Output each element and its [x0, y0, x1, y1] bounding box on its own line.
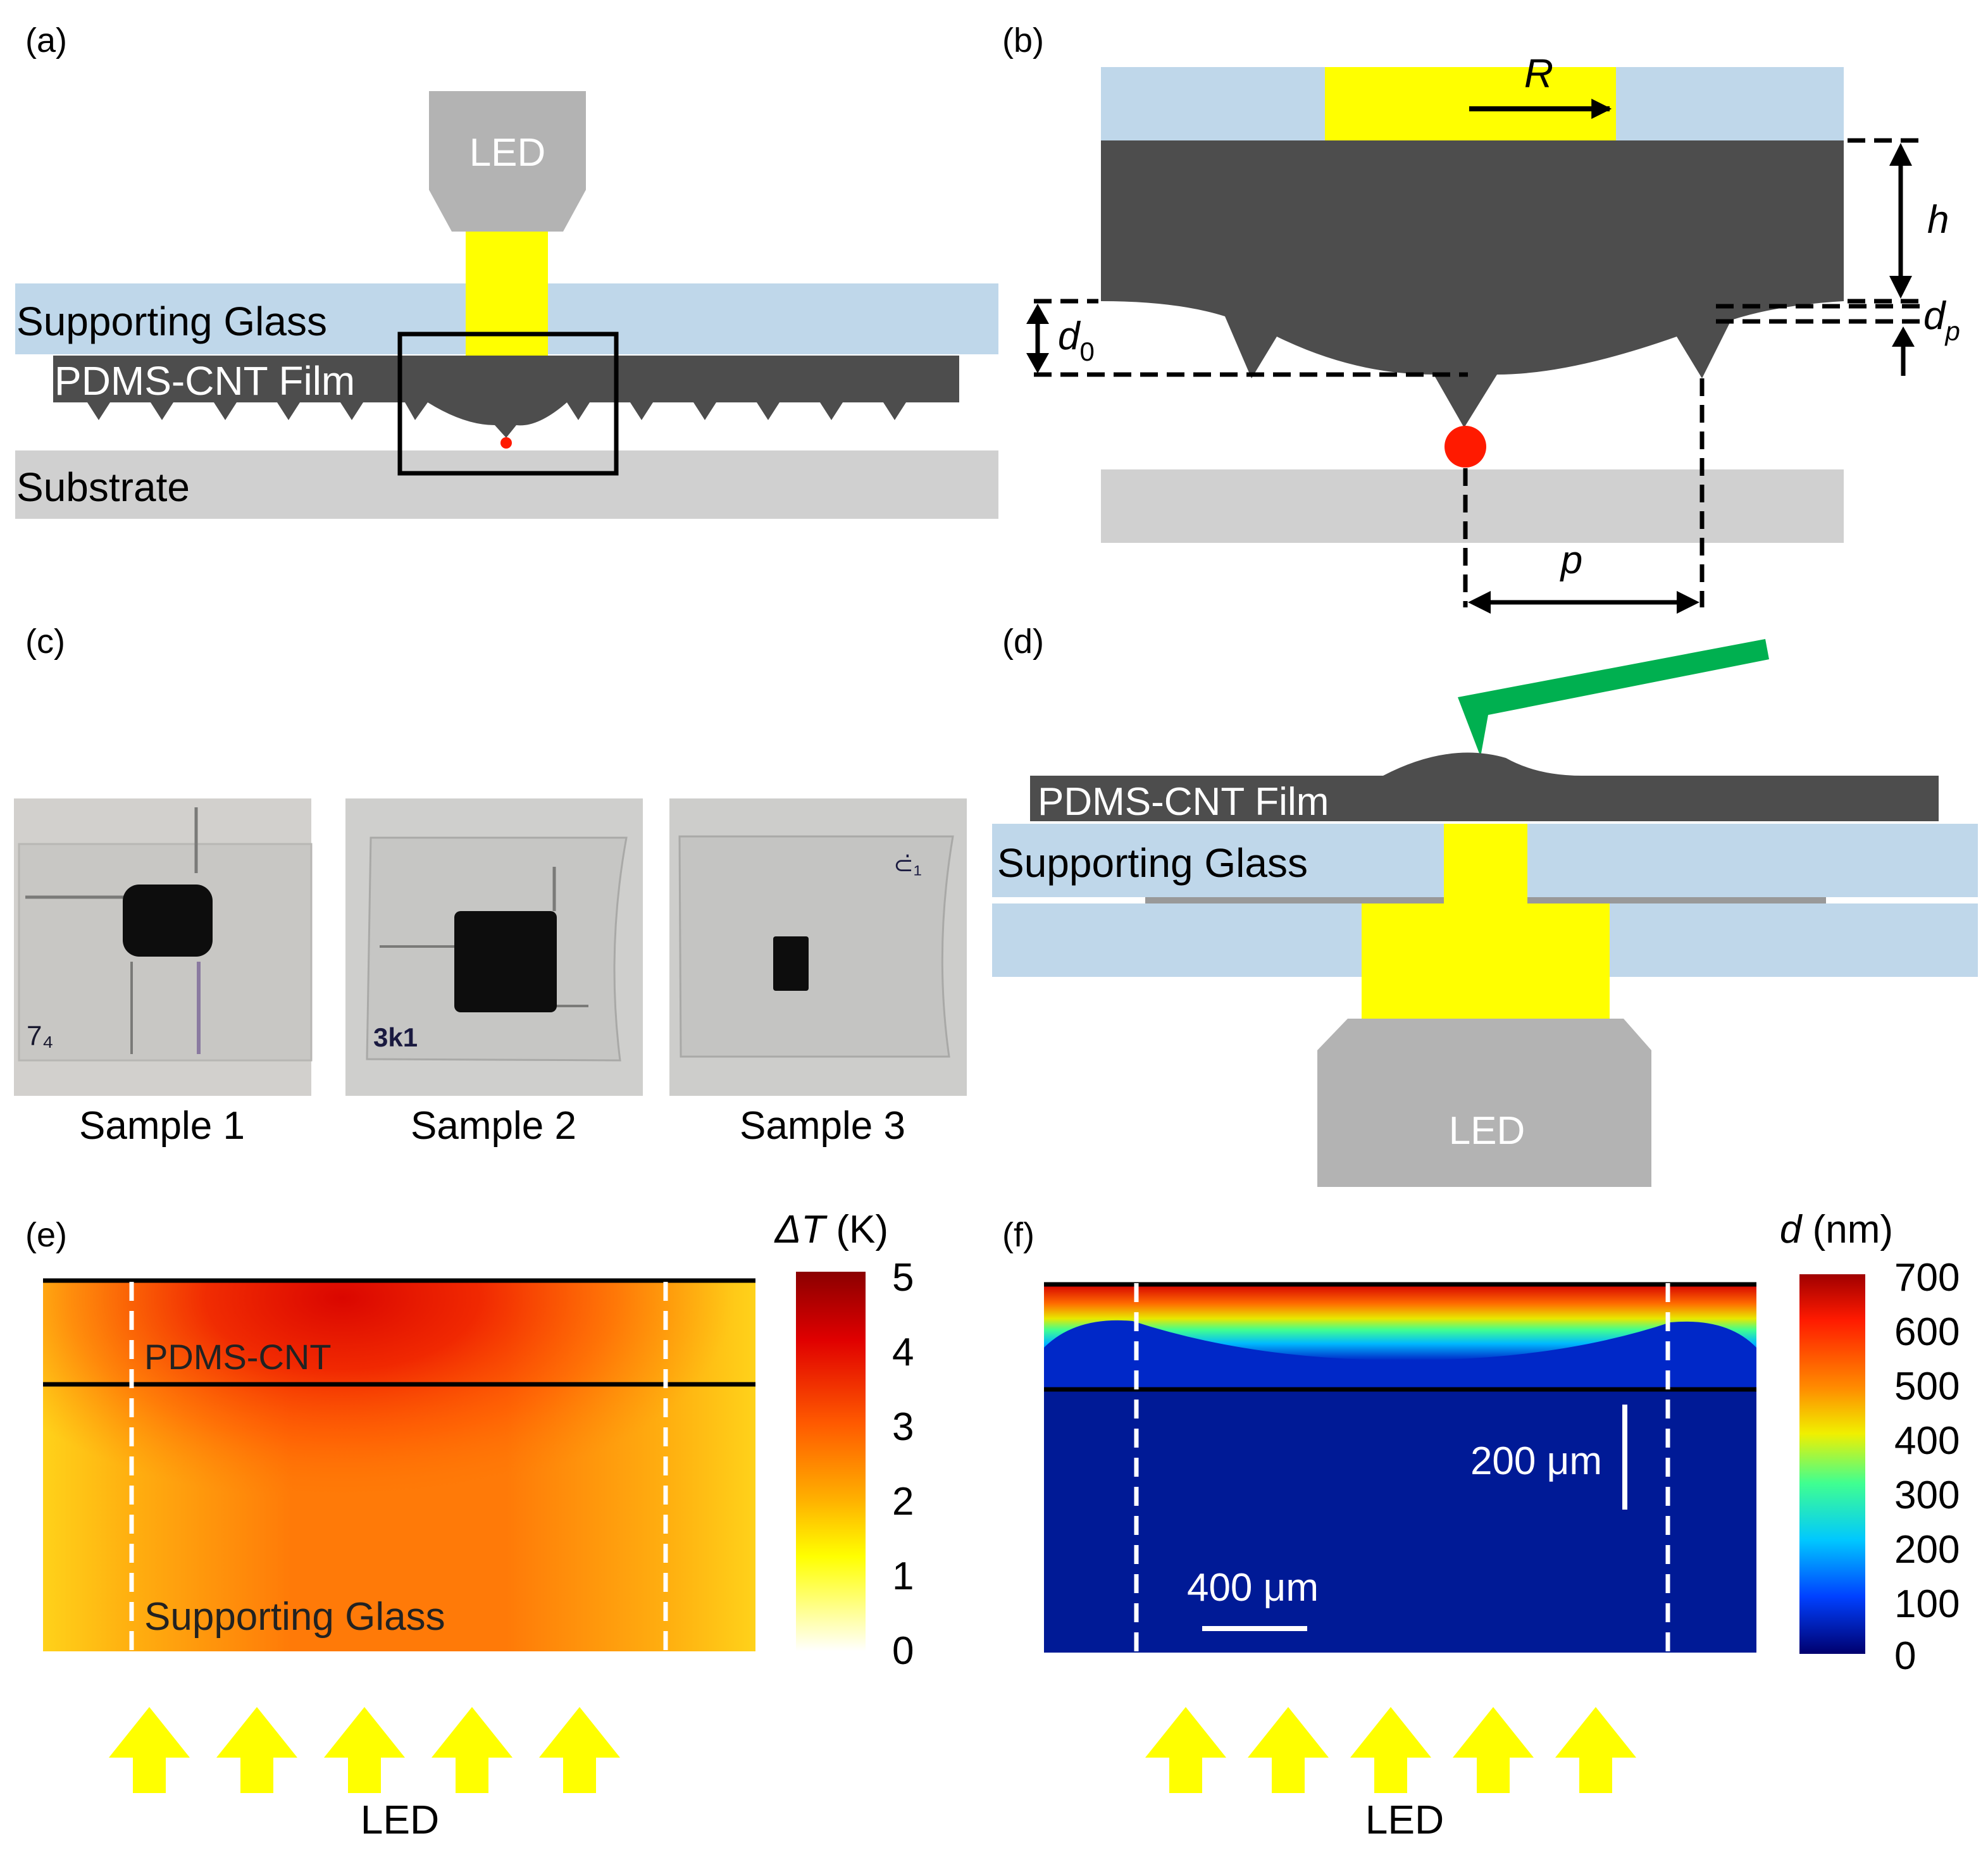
up-arrow-icon — [216, 1707, 297, 1793]
panel-label-a: (a) — [25, 22, 67, 59]
tick-f-700: 700 — [1894, 1256, 1960, 1300]
tick-e-3: 3 — [892, 1405, 914, 1449]
h-arrow-head-bottom — [1889, 276, 1912, 299]
light-wide-d — [1362, 903, 1610, 1019]
film-label-a: PDMS-CNT Film — [54, 358, 355, 404]
glass-label-d: Supporting Glass — [997, 840, 1308, 886]
colorbar-ticks-e: 5 4 3 2 1 0 — [892, 1256, 914, 1673]
region-label-glass: Supporting Glass — [144, 1595, 445, 1639]
scale-label-horizontal: 400 μm — [1187, 1566, 1319, 1610]
up-arrow-icon — [324, 1707, 405, 1793]
contact-point-a — [500, 437, 512, 449]
region-label-pdms: PDMS-CNT — [144, 1337, 332, 1377]
label-d0: d0 — [1058, 314, 1095, 366]
tick-f-300: 300 — [1894, 1474, 1960, 1517]
sample-2-label: Sample 2 — [411, 1104, 576, 1148]
led-label-d: LED — [1449, 1109, 1525, 1153]
up-arrow-icon — [539, 1707, 620, 1793]
led-arrows-f — [1145, 1707, 1636, 1793]
label-h: h — [1927, 198, 1949, 242]
h-arrow-head-top — [1889, 143, 1912, 166]
tick-f-600: 600 — [1894, 1310, 1960, 1354]
sample-3-photo: ⊂̇₁ — [669, 798, 967, 1096]
tick-e-0: 0 — [892, 1629, 914, 1673]
tick-e-1: 1 — [892, 1555, 914, 1598]
panel-a: (a) LED Supporting Glass PDMS-CNT Film S… — [15, 22, 998, 519]
colorbar-f — [1799, 1274, 1865, 1654]
tick-f-0: 0 — [1894, 1634, 1916, 1678]
p-arrow-head-left — [1468, 591, 1491, 614]
dp-arrow-head — [1892, 326, 1915, 347]
panel-f: (f) 200 μm 400 μm d (nm) 700 600 500 400… — [1002, 1208, 1960, 1842]
up-arrow-icon — [1248, 1707, 1329, 1793]
panel-b: (b) R h dp d0 p — [1002, 22, 1960, 614]
panel-d: (d) PDMS-CNT Film Supporting Glass LED — [992, 623, 1978, 1187]
led-label-f: LED — [1365, 1797, 1444, 1842]
p-arrow-head-right — [1677, 591, 1699, 614]
contact-point-b — [1444, 426, 1486, 468]
colorbar-ticks-f: 700 600 500 400 300 200 100 0 — [1894, 1256, 1960, 1678]
panel-label-e: (e) — [25, 1216, 67, 1254]
tick-f-200: 200 — [1894, 1528, 1960, 1572]
sample-1-handwriting: 7₄ — [27, 1021, 53, 1052]
tick-f-100: 100 — [1894, 1582, 1960, 1626]
led-label-e: LED — [361, 1797, 440, 1842]
up-arrow-icon — [1555, 1707, 1636, 1793]
sample-1-label: Sample 1 — [79, 1104, 245, 1148]
up-arrow-icon — [1350, 1707, 1431, 1793]
tick-f-500: 500 — [1894, 1365, 1960, 1408]
panel-label-b: (b) — [1002, 22, 1044, 59]
light-narrow-d — [1444, 824, 1527, 903]
pdms-cnt-film-a — [53, 356, 959, 438]
up-arrow-icon — [1145, 1707, 1226, 1793]
led-arrows-e — [109, 1707, 620, 1793]
up-arrow-icon — [432, 1707, 513, 1793]
led-source-a — [429, 91, 586, 232]
led-source-d — [1317, 1019, 1651, 1187]
glass-label-a: Supporting Glass — [16, 299, 327, 344]
tick-e-2: 2 — [892, 1480, 914, 1524]
tick-e-4: 4 — [892, 1331, 914, 1374]
colorbar-title-e: ΔT (K) — [774, 1208, 888, 1251]
d0-arrow-head-top — [1026, 304, 1049, 324]
tick-f-400: 400 — [1894, 1419, 1960, 1463]
light-beam-a — [466, 232, 548, 357]
light-b — [1325, 67, 1616, 142]
cantilever — [1458, 639, 1769, 757]
scale-label-vertical: 200 μm — [1470, 1439, 1602, 1483]
zoom-box-a — [397, 332, 619, 476]
heatmap-hotspot — [43, 1279, 755, 1651]
sample-2-handwriting: 3k1 — [373, 1022, 418, 1052]
film-b — [1101, 140, 1844, 428]
sample-2-photo: 3k1 — [345, 798, 643, 1096]
substrate-label-a: Substrate — [16, 464, 190, 510]
label-dp: dp — [1923, 294, 1960, 346]
label-p: p — [1560, 538, 1582, 582]
film-d — [1030, 752, 1939, 821]
label-R: R — [1524, 51, 1553, 96]
led-label-a: LED — [469, 131, 546, 175]
up-arrow-icon — [109, 1707, 190, 1793]
film-label-d: PDMS-CNT Film — [1038, 780, 1329, 824]
sample-3-label: Sample 3 — [740, 1104, 905, 1148]
d0-arrow-head-bottom — [1026, 353, 1049, 373]
tick-e-5: 5 — [892, 1256, 914, 1300]
colorbar-e — [796, 1272, 866, 1651]
panel-label-f: (f) — [1002, 1216, 1034, 1254]
sample-1-photo: 7₄ — [14, 798, 313, 1096]
substrate-a — [15, 450, 998, 519]
panel-c: (c) 7₄ Sample 1 3k1 Sample 2 — [14, 623, 967, 1148]
panel-label-c: (c) — [25, 623, 65, 661]
substrate-b — [1101, 469, 1844, 543]
panel-label-d: (d) — [1002, 623, 1044, 661]
panel-e: (e) PDMS-CNT Supporting Glass ΔT (K) 5 4… — [25, 1208, 914, 1842]
up-arrow-icon — [1453, 1707, 1534, 1793]
colorbar-title-f: d (nm) — [1780, 1208, 1893, 1251]
sample-3-handwriting: ⊂̇₁ — [893, 852, 922, 879]
thickness-film-profile — [1044, 1284, 1756, 1360]
